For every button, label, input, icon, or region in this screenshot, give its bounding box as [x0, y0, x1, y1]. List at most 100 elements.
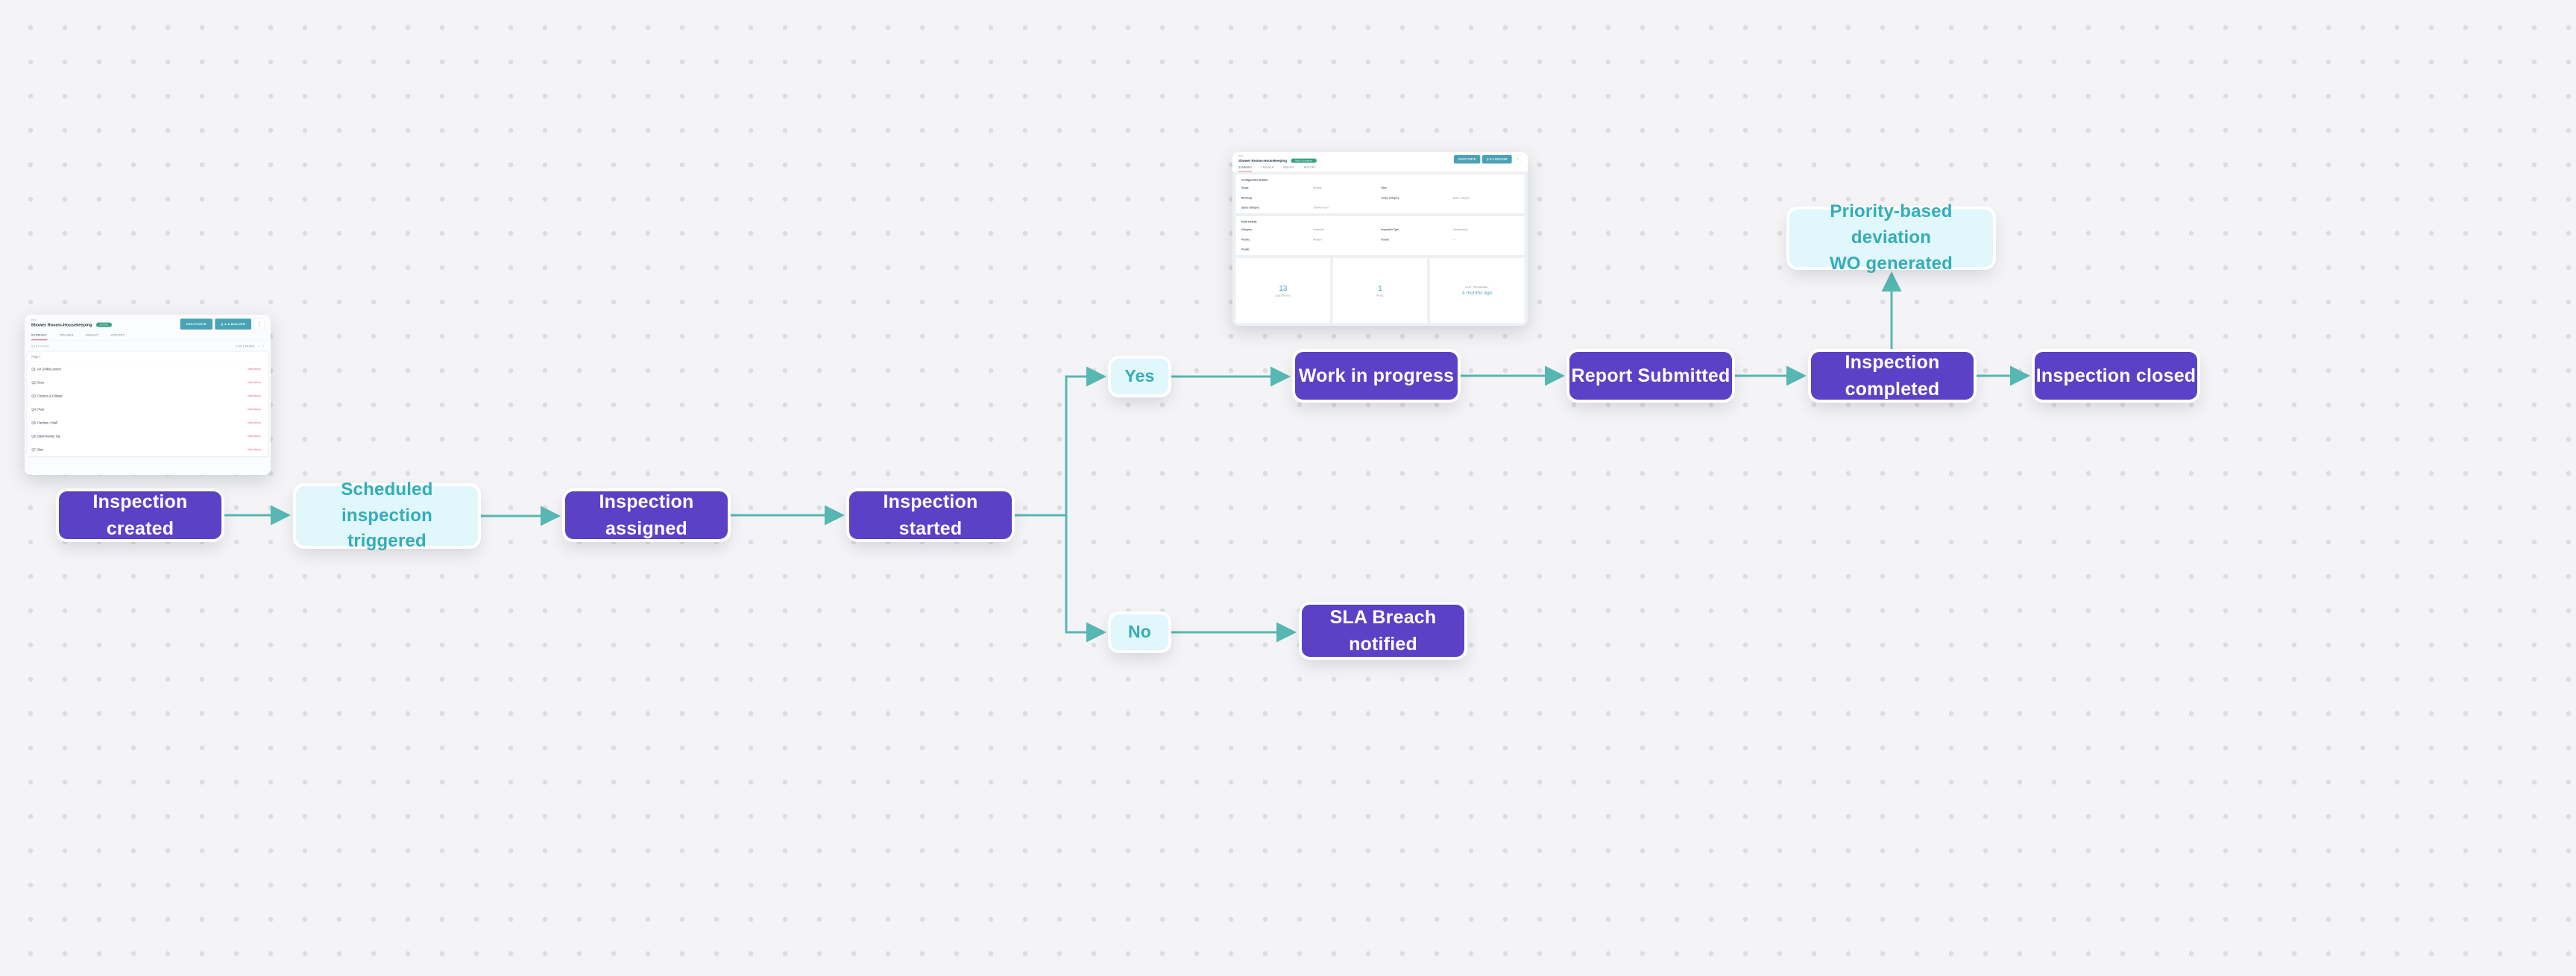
field-label: Buildings	[1241, 196, 1253, 200]
template-card: #16 Shower Rooms-Housekeeping ACTIVE DEA…	[25, 315, 271, 475]
pagination-label: 1 OF 1 PAGES	[235, 344, 255, 348]
field-label: Category	[1241, 228, 1252, 231]
node-label: Inspection assigned	[599, 491, 694, 539]
node-work-in-progress[interactable]: Work in progress	[1295, 352, 1458, 400]
mandatory-badge: Mandatory	[248, 421, 261, 424]
deactivate-button: DEACTIVATE	[180, 318, 212, 330]
node-inspection-assigned[interactable]: Inspection assigned	[565, 491, 728, 539]
tab-insight: INSIGHT	[1283, 166, 1295, 169]
field-value: Space Category	[1452, 196, 1470, 200]
template-ref: #16	[31, 318, 37, 322]
node-label: Inspection completed	[1845, 351, 1940, 400]
template-title: Shower Rooms-Housekeeping	[1238, 158, 1288, 163]
stat-label: PAGE	[1376, 294, 1384, 297]
tab-history: HISTORY	[110, 333, 125, 337]
stat-label: QUESTIONS	[1275, 294, 1291, 297]
node-label: Report Submitted	[1571, 365, 1731, 386]
configuration-details-section: Configuration Details Scope Multiple Sit…	[1235, 174, 1525, 214]
template-title: Shower Rooms-Housekeeping	[31, 322, 92, 327]
tab-trigger: TRIGGER	[59, 333, 74, 337]
section-title: Configuration Details	[1241, 178, 1268, 182]
tab-insight: INSIGHT	[85, 333, 99, 337]
chevron-left-icon: ‹	[258, 344, 260, 348]
kebab-menu-icon: ⋮	[1514, 154, 1522, 164]
node-inspection-closed[interactable]: Inspection closed	[2035, 352, 2197, 400]
field-value: Inspection	[1313, 228, 1325, 231]
node-label: Scheduled inspection triggered	[341, 479, 433, 552]
status-badge: Work in progress	[1291, 158, 1317, 163]
field-label: People	[1241, 248, 1250, 251]
field-value: Shower Room	[1313, 206, 1329, 210]
template-card-header: #16 Shower Rooms-Housekeeping ACTIVE DEA…	[25, 315, 271, 330]
node-sla-breach-notified[interactable]: SLA Breach notified	[1302, 605, 1464, 657]
node-label: Inspection started	[883, 491, 978, 539]
tab-summary: SUMMARY	[1238, 166, 1253, 172]
qa-builder-button: Q & A BUILDER	[215, 318, 251, 330]
screenshot-template-summary[interactable]: #16 Shower Rooms-Housekeeping Work in pr…	[1232, 152, 1528, 326]
mandatory-badge: Mandatory	[248, 434, 261, 438]
question-text: Q4. Floor	[31, 407, 45, 412]
tab-trigger: TRIGGER	[1261, 166, 1274, 169]
tab-history: HISTORY	[1303, 166, 1316, 169]
question-row: Q6. Basin/Vanity Top Mandatory	[27, 429, 268, 443]
question-row: Q3. Fixtures & Fittings Mandatory	[27, 389, 268, 403]
stat-last-triggered: LAST TRIGGERED: 4 months ago	[1429, 257, 1525, 324]
node-label: Work in progress	[1298, 365, 1455, 386]
node-branch-no[interactable]: No	[1111, 614, 1168, 650]
mandatory-badge: Mandatory	[248, 394, 261, 397]
field-label: Vendor	[1381, 238, 1390, 242]
stat-value: 4 months ago	[1462, 289, 1493, 296]
connector-branch-to-no	[1065, 515, 1106, 643]
summary-card: #16 Shower Rooms-Housekeeping Work in pr…	[1232, 152, 1528, 326]
field-label: Scope	[1241, 186, 1249, 189]
field-label: Sites	[1381, 186, 1387, 189]
node-report-submitted[interactable]: Report Submitted	[1569, 352, 1732, 400]
node-label: SLA Breach notified	[1329, 606, 1437, 655]
stat-questions: 13 QUESTIONS	[1235, 257, 1331, 324]
page-header: Page 1	[27, 352, 268, 362]
node-priority-deviation-wo[interactable]: Priority-based deviation WO generated	[1789, 201, 1993, 274]
field-details-section: Field Details Category Inspection Inspec…	[1235, 215, 1525, 256]
field-value: ----	[1452, 238, 1456, 242]
field-label: Inspection Type	[1381, 228, 1399, 231]
question-text: Q3. Fixtures & Fittings	[31, 394, 63, 398]
node-label: Inspection created	[92, 491, 188, 539]
question-row: Q2. Door Mandatory	[27, 376, 268, 389]
mandatory-badge: Mandatory	[248, 447, 261, 451]
node-inspection-created[interactable]: Inspection created	[59, 491, 221, 539]
summary-tabs: SUMMARY TRIGGER INSIGHT HISTORY	[1232, 166, 1528, 172]
node-scheduled-inspection-triggered[interactable]: Scheduled inspection triggered	[296, 479, 478, 551]
mandatory-badge: Mandatory	[248, 380, 261, 384]
deactivate-button: DEACTIVATE	[1454, 154, 1481, 164]
chevron-right-icon: ›	[262, 344, 265, 348]
qa-builder-button: Q & A BUILDER	[1481, 154, 1512, 164]
summary-card-header: #16 Shower Rooms-Housekeeping Work in pr…	[1232, 152, 1528, 164]
connector-branch-to-yes	[1065, 366, 1106, 515]
status-badge: ACTIVE	[95, 322, 113, 327]
stat-label: LAST TRIGGERED:	[1465, 286, 1490, 289]
kebab-menu-icon: ⋮	[253, 318, 265, 330]
node-branch-yes[interactable]: Yes	[1111, 359, 1168, 394]
node-inspection-started[interactable]: Inspection started	[849, 491, 1012, 539]
field-value: Medium	[1313, 238, 1322, 242]
question-text: Q6. Basin/Vanity Top	[31, 434, 60, 438]
stat-value: 13	[1279, 284, 1288, 293]
stat-value: 1	[1378, 284, 1382, 293]
question-text: Q1. Air Grille/Louvers	[31, 367, 61, 371]
template-ref: #16	[1238, 154, 1244, 158]
screenshot-template-questions[interactable]: #16 Shower Rooms-Housekeeping ACTIVE DEA…	[25, 315, 271, 475]
template-tabs: SUMMARY TRIGGER INSIGHT HISTORY	[25, 333, 271, 341]
section-title: Field Details	[1241, 220, 1257, 224]
node-inspection-completed[interactable]: Inspection completed	[1811, 352, 1974, 400]
question-text: Q2. Door	[31, 380, 45, 385]
tab-summary: SUMMARY	[31, 333, 48, 341]
questions-section-label: QUESTIONS	[31, 344, 49, 348]
node-label: Priority-based deviation WO generated	[1829, 201, 1953, 274]
